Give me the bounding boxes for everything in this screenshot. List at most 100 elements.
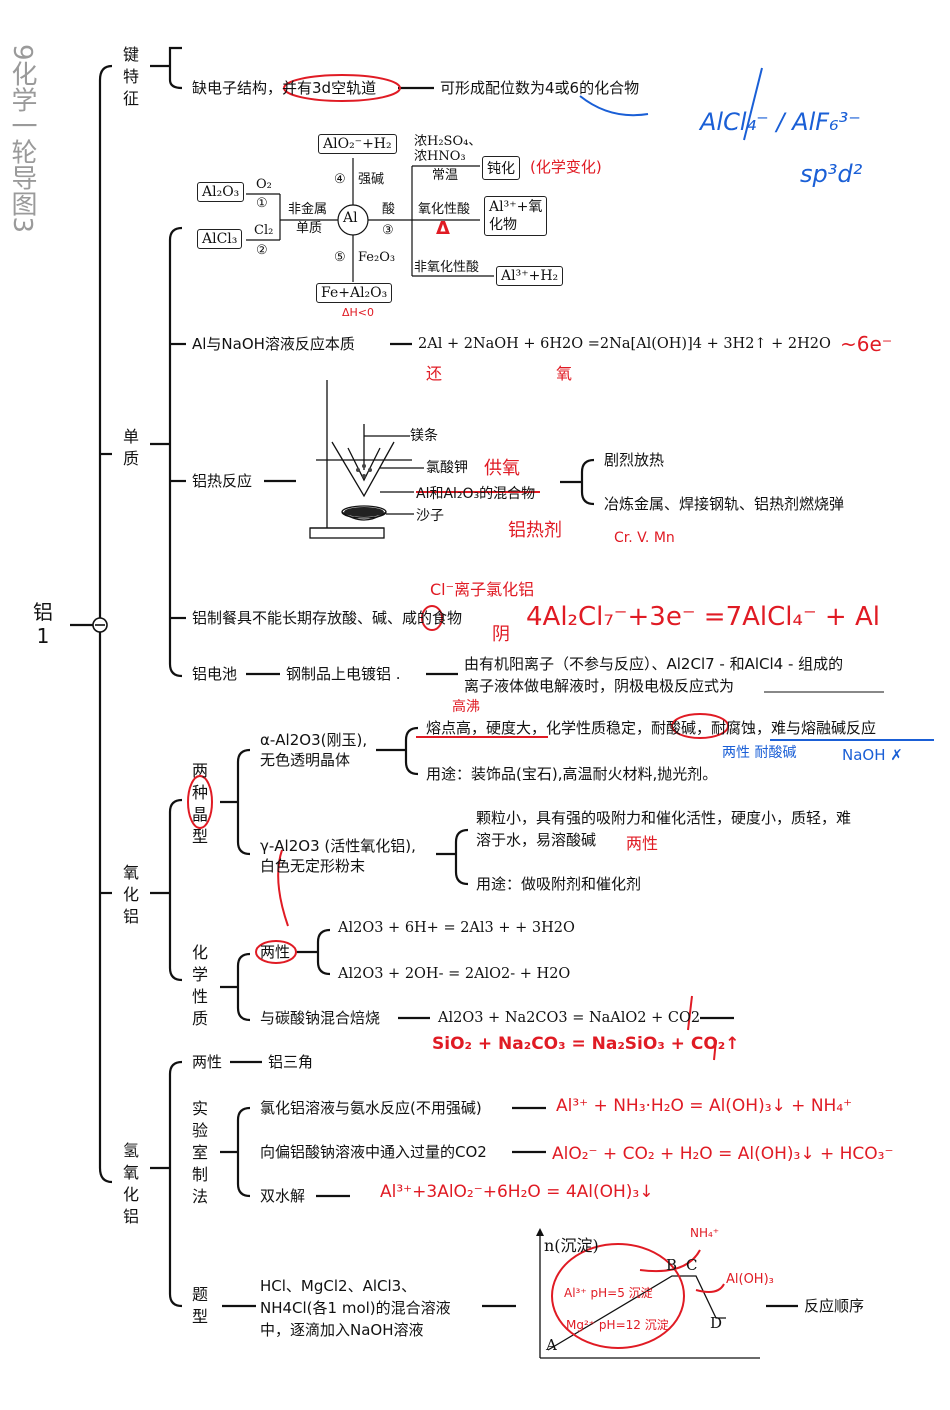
reaction-order: 反应顺序	[804, 1297, 865, 1315]
branch-bond: 键特征	[122, 45, 139, 108]
root-number: 1	[36, 624, 50, 648]
gamma-name: γ-Al2O3 (活性氧化铝),	[260, 837, 416, 855]
note-graph-1: Al³⁺ pH=5 沉淀	[564, 1286, 653, 1300]
label-single: 单质	[296, 221, 323, 236]
battery-plating: 钢制品上电镀铝 .	[286, 665, 401, 683]
label-ox-acid: 氧化性酸	[418, 202, 471, 217]
label-fe2o3: Fe₂O₃	[358, 250, 396, 265]
gamma-use: 用途：做吸附剂和催化剂	[476, 875, 642, 893]
note-lab-eq-2: AlO₂⁻ + CO₂ + H₂O = Al(OH)₃↓ + HCO₃⁻	[552, 1144, 894, 1164]
label-conc: 浓H₂SO₄、	[414, 134, 482, 149]
thermite-kclo3: 氯酸钾	[426, 460, 468, 476]
label-n3: ③	[382, 223, 394, 238]
note-graph-2: Mg²⁺ pH=12 沉淀	[566, 1318, 669, 1332]
lab-label: 实验室制法	[191, 1099, 208, 1206]
lab-method-2: 向偏铝酸钠溶液中通入过量的CO2	[260, 1143, 487, 1161]
graph-point-a: A	[546, 1336, 557, 1354]
al3-ox-1: Al³⁺+氧	[489, 199, 543, 215]
note-reducer: 还	[426, 364, 443, 383]
note-naoh: NaOH ✗	[842, 746, 903, 764]
gamma-properties-1: 颗粒小，具有强的吸附力和催化活性，硬度小，质轻，难	[476, 809, 852, 827]
branch-hydroxide: 氢氧化铝	[122, 1141, 139, 1226]
chem-label: 化学性质	[191, 943, 208, 1028]
label-o2: O₂	[256, 177, 272, 192]
bond-structure: 缺电子结构，并有3d空轨道	[192, 79, 377, 97]
note-ignite: 铝热剂	[508, 520, 562, 541]
label-conc2: 浓HNO₃	[414, 149, 466, 164]
note-metals: Cr. V. Mn	[614, 530, 675, 546]
side-title: 9化学一轮导图3	[7, 44, 37, 234]
branch-oxide: 氧化铝	[122, 863, 139, 926]
note-delta-h: ΔH<0	[342, 306, 375, 319]
al-center: Al	[343, 210, 358, 226]
root-title: 铝	[33, 600, 53, 624]
hydroxide-amphoteric: 两性	[192, 1053, 223, 1071]
lab-method-3: 双水解	[260, 1187, 306, 1205]
battery-question-2: 离子液体做电解液时，阴极电极反应式为	[464, 677, 735, 695]
al3-ox-2: 化物	[489, 217, 517, 233]
note-gamma: 两性	[626, 834, 659, 853]
note-cathode: 阴	[492, 624, 510, 645]
note-lab-eq-1: Al³⁺ + NH₃·H₂O = Al(OH)₃↓ + NH₄⁺	[556, 1096, 853, 1116]
note-support: 供氧	[484, 458, 520, 479]
note-aloh3: Al(OH)₃	[726, 1272, 774, 1287]
aluminum-triangle: 铝三角	[268, 1053, 314, 1071]
two-crystal-label: 两种晶型	[191, 761, 208, 846]
oxide-roast: 与碳酸钠混合焙烧	[260, 1009, 381, 1027]
thermite-label: 铝热反应	[192, 472, 253, 490]
note-cathode-eq: 4Al₂Cl₇⁻+3e⁻ =7AlCl₄⁻ + Al	[526, 602, 880, 632]
box-al3-oxide: Al³⁺+氧 化物	[484, 196, 548, 236]
thermite-mg: 镁条	[410, 428, 438, 444]
label-n1: ①	[256, 196, 268, 211]
branch-element: 单质	[122, 427, 139, 468]
graph-point-d: D	[710, 1314, 723, 1332]
box-alcl3: AlCl₃	[197, 229, 243, 249]
alpha-name: α-Al2O3(刚玉),	[260, 731, 368, 749]
label-cl2: Cl₂	[254, 223, 274, 238]
graph-point-b: B	[666, 1256, 678, 1274]
oxide-eq-acid: Al2O3 + 6H+ = 2Al3 + + 3H2O	[338, 920, 575, 936]
box-passivate: 钝化	[482, 156, 520, 180]
gamma-properties-2: 溶于水，易溶酸碱	[476, 831, 597, 849]
note-high-mp: 高沸	[452, 699, 480, 715]
battery-question-1: 由有机阳离子（不参与反应）、Al2Cl7 - 和AlCl4 - 组成的	[464, 655, 844, 673]
graph-point-c: C	[686, 1256, 698, 1274]
note-acid-base: 两性 耐酸碱	[722, 745, 797, 761]
label-n5: ⑤	[334, 250, 346, 265]
cookware-note: 铝制餐具不能长期存放酸、碱、咸的食物	[192, 609, 463, 627]
graph-y-label: n(沉淀)	[544, 1236, 599, 1255]
box-al3-h2: Al³⁺+H₂	[496, 266, 564, 286]
lab-method-1: 氯化铝溶液与氨水反应(不用强碱)	[260, 1099, 482, 1117]
label-nonmetal: 非金属	[288, 202, 328, 217]
label-acid: 酸	[382, 202, 396, 217]
battery-label: 铝电池	[192, 665, 238, 683]
oxide-amphoteric: 两性	[260, 943, 291, 961]
label-n2: ②	[256, 243, 268, 258]
note-nh4: NH₄⁺	[690, 1226, 720, 1240]
thermite-mixture: Al和Al₂O₃的混合物	[416, 486, 536, 502]
naoh-label: Al与NaOH溶液反应本质	[192, 335, 355, 353]
note-sio2: SiO₂ + Na₂CO₃ = Na₂SiO₃ + CO₂↑	[432, 1034, 740, 1054]
label-n4: ④	[334, 172, 346, 187]
label-strong-base: 强碱	[358, 172, 385, 187]
gamma-desc: 白色无定形粉末	[260, 857, 366, 875]
thermite-result-2: 冶炼金属、焊接钢轨、铝热剂燃烧弹	[604, 495, 845, 513]
question-line-1: HCl、MgCl2、AlCl3、	[260, 1277, 417, 1295]
oxide-eq-base: Al2O3 + 2OH- = 2AlO2- + H2O	[338, 966, 571, 982]
note-sp3d2: sp³d²	[800, 160, 863, 188]
alpha-desc: 无色透明晶体	[260, 751, 351, 769]
question-label: 题型	[191, 1285, 208, 1326]
note-passivate: (化学变化)	[530, 158, 602, 176]
note-delta: Δ	[436, 218, 450, 239]
question-line-3: 中，逐滴加入NaOH溶液	[260, 1321, 424, 1339]
alpha-properties: 熔点高，硬度大，化学性质稳定，耐酸碱，耐腐蚀，难与熔融碱反应	[426, 719, 877, 737]
root-label: 铝 1	[30, 600, 56, 648]
alpha-use: 用途：装饰品(宝石),高温耐火材料,抛光剂。	[426, 765, 718, 783]
note-ions: AlCl₄⁻ / AlF₆³⁻	[700, 108, 861, 136]
note-electrons: ~6e⁻	[840, 332, 893, 356]
oxide-roast-eq: Al2O3 + Na2CO3 = NaAlO2 + CO2	[438, 1010, 701, 1026]
thermite-sand: 沙子	[416, 508, 444, 524]
box-fe-al2o3: Fe+Al₂O₃	[316, 283, 393, 303]
label-nonox-acid: 非氧化性酸	[414, 260, 480, 275]
